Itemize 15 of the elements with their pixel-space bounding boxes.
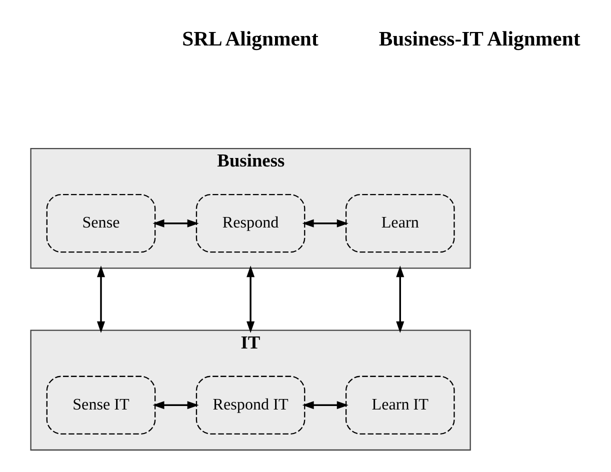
node-box: Respond bbox=[196, 194, 306, 253]
arrow bbox=[396, 266, 404, 333]
label: Business-IT Alignment bbox=[378, 28, 580, 50]
label: SRL Alignment bbox=[182, 28, 318, 50]
arrow bbox=[152, 219, 199, 228]
arrow bbox=[246, 266, 255, 333]
node-box: Learn IT bbox=[345, 376, 455, 434]
arrow bbox=[302, 401, 348, 410]
node-box: Respond IT bbox=[196, 376, 306, 434]
node-box: Learn bbox=[345, 194, 455, 253]
node-box: Sense bbox=[46, 194, 156, 253]
arrow bbox=[302, 219, 348, 228]
arrow bbox=[152, 401, 199, 410]
arrow bbox=[96, 266, 106, 333]
node-box: Sense IT bbox=[46, 376, 156, 434]
